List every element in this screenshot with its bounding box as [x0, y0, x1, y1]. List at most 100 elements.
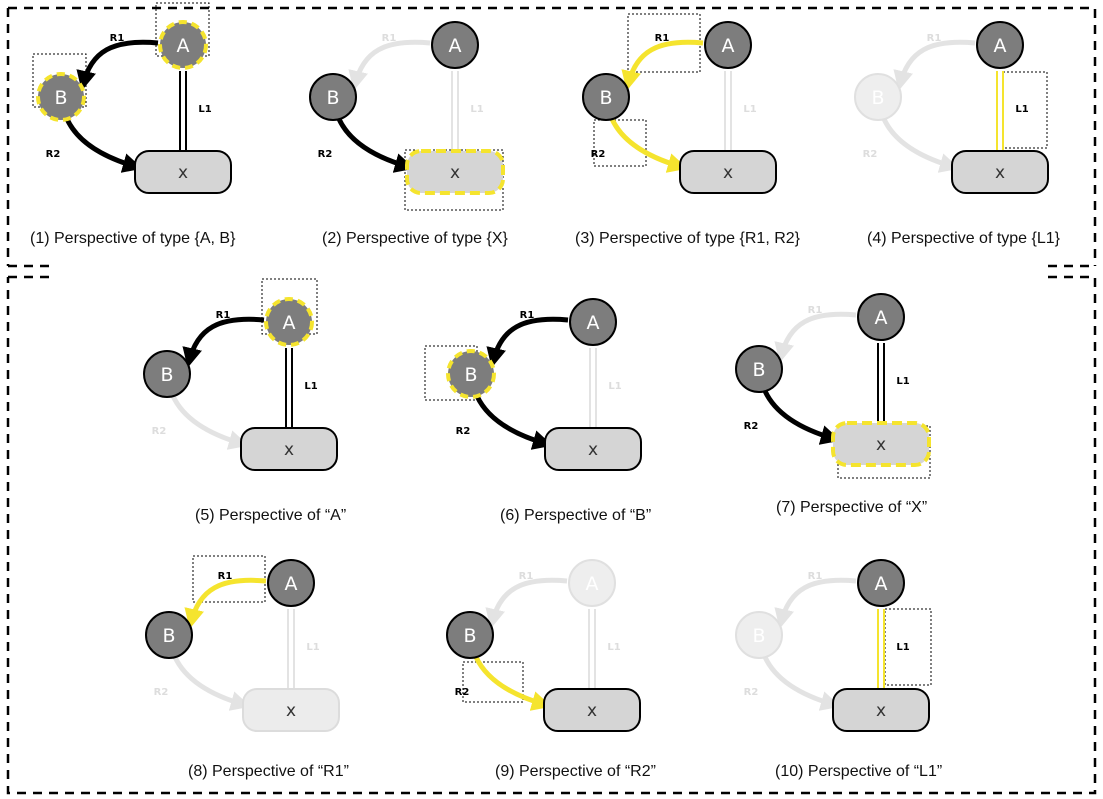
edge-l1 [589, 348, 597, 428]
edge-label-l1: L1 [304, 381, 317, 392]
node-a [857, 559, 905, 607]
edge-label-r2: R2 [456, 426, 471, 437]
edge-label-l1: L1 [198, 104, 211, 115]
node-x-label: x [723, 163, 733, 183]
focus-box [424, 345, 478, 401]
node-x [242, 688, 340, 732]
edge-l1 [287, 609, 295, 689]
node-a [264, 297, 314, 347]
edge-r2 [336, 117, 415, 173]
node-x-label: x [178, 163, 188, 183]
node-a-label: A [449, 35, 462, 57]
edge-l1 [724, 71, 732, 151]
group-frame-types [6, 6, 1097, 268]
node-a-label: A [587, 312, 600, 334]
edge-label-l1: L1 [896, 642, 909, 653]
node-x [240, 427, 338, 471]
edge-label-r2: R2 [46, 149, 61, 160]
node-x [544, 427, 642, 471]
node-b [582, 73, 630, 121]
edge-r1 [774, 311, 857, 363]
node-x [832, 688, 930, 732]
node-b-label: B [599, 87, 612, 109]
edge-label-l1: L1 [1015, 104, 1028, 115]
edge-label-r1: R1 [216, 310, 231, 321]
node-b [446, 611, 494, 659]
node-b-label: B [752, 625, 765, 647]
edge-label-r1: R1 [519, 571, 534, 582]
node-x-label: x [995, 163, 1005, 183]
edge-label-r1: R1 [520, 310, 535, 321]
edge-l1 [877, 343, 885, 423]
node-a [704, 21, 752, 69]
edge-label-r2: R2 [152, 426, 167, 437]
node-b [446, 349, 496, 399]
panel-caption: (4) Perspective of type {L1} [867, 230, 1061, 247]
node-b-label: B [871, 87, 884, 109]
node-b-label: B [463, 625, 476, 647]
edge-label-l1: L1 [743, 104, 756, 115]
node-x-label: x [876, 435, 886, 455]
node-x [951, 150, 1049, 194]
edge-label-l1: L1 [607, 642, 620, 653]
node-x [543, 688, 641, 732]
node-a [158, 20, 208, 70]
edge-l1 [179, 71, 187, 151]
edge-r2 [762, 389, 841, 445]
edge-label-r1: R1 [218, 571, 233, 582]
node-a-label: A [283, 312, 296, 334]
edge-l1 [588, 609, 596, 689]
edge-r1 [182, 316, 265, 368]
edge-label-l1: L1 [470, 104, 483, 115]
node-x-label: x [588, 440, 598, 460]
panel-caption: (7) Perspective of “X” [776, 499, 927, 516]
edge-l1 [451, 71, 459, 151]
edge-r2 [64, 117, 143, 173]
edge-label-r1: R1 [808, 571, 823, 582]
edge-label-r1: R1 [110, 33, 125, 44]
edge-label-r2: R2 [318, 149, 333, 160]
edge-r2 [170, 394, 249, 450]
panel-caption: (8) Perspective of “R1” [188, 763, 349, 780]
node-a [569, 298, 617, 346]
node-a-label: A [586, 573, 599, 595]
edge-label-r2: R2 [154, 687, 169, 698]
node-b-label: B [160, 364, 173, 386]
panel-caption: (2) Perspective of type {X} [322, 230, 509, 247]
edge-label-r2: R2 [863, 149, 878, 160]
edge-r1 [348, 39, 431, 91]
edge-label-r2: R2 [744, 421, 759, 432]
node-a [857, 293, 905, 341]
edge-label-l1: L1 [608, 381, 621, 392]
panel-caption: (10) Perspective of “L1” [775, 763, 942, 780]
edge-r2 [609, 117, 688, 173]
edge-label-r1: R1 [808, 305, 823, 316]
node-x-label: x [450, 163, 460, 183]
node-a-label: A [285, 573, 298, 595]
node-b-label: B [326, 87, 339, 109]
node-x [679, 150, 777, 194]
node-b [145, 611, 193, 659]
node-b-label: B [464, 364, 477, 386]
edge-r1 [486, 316, 569, 368]
edge-r2 [474, 394, 553, 450]
edge-r2 [172, 655, 251, 711]
node-a [431, 21, 479, 69]
group-frame-instances [6, 275, 1097, 795]
edge-label-r1: R1 [655, 33, 670, 44]
node-x-label: x [876, 701, 886, 721]
node-x [134, 150, 232, 194]
node-a-label: A [875, 307, 888, 329]
focus-box [462, 661, 524, 703]
node-x [405, 149, 505, 195]
edge-r1 [774, 577, 857, 629]
node-a-label: A [177, 35, 190, 57]
